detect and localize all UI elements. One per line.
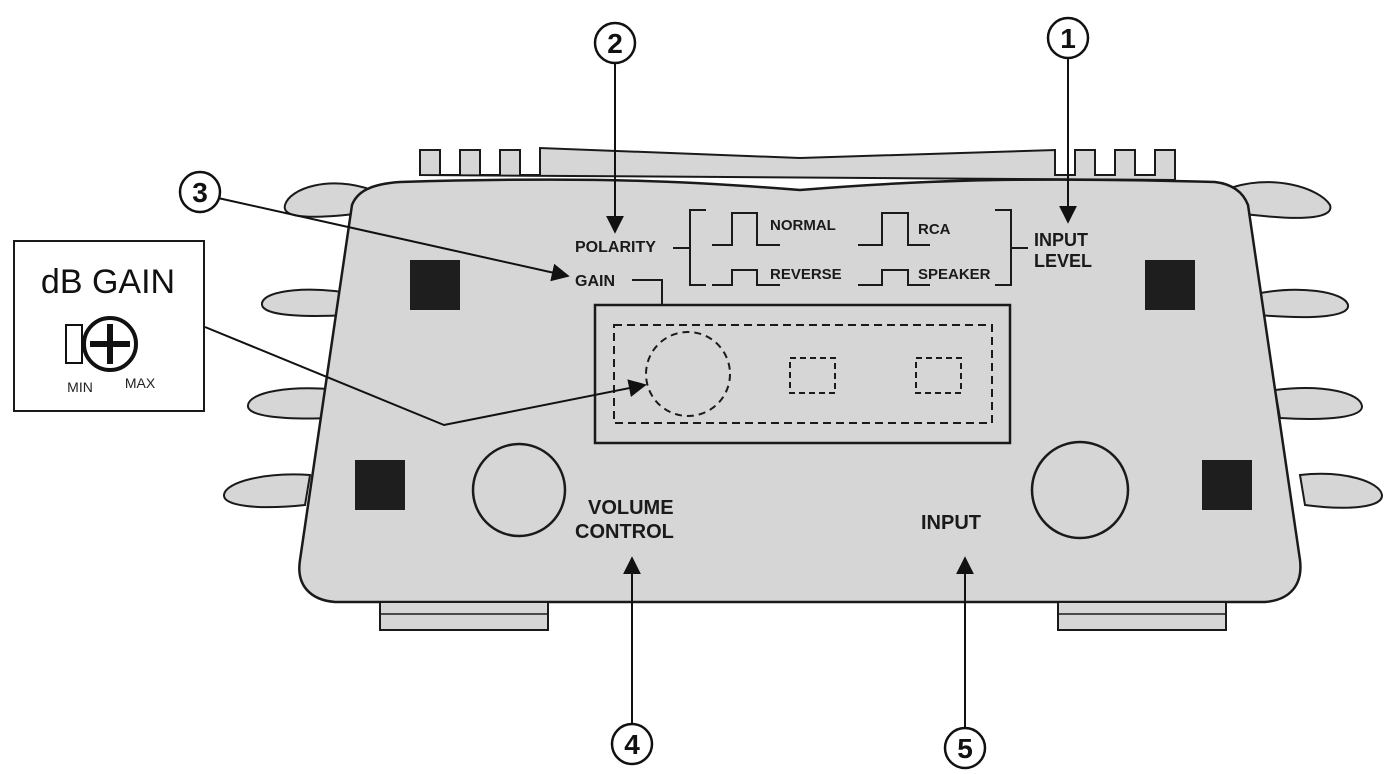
control-panel (593, 303, 1012, 445)
mount-square-bottom-left (355, 460, 405, 510)
panel-switch-1[interactable] (789, 357, 836, 394)
gain-label: GAIN (575, 273, 615, 290)
callout-4: 4 (610, 722, 654, 766)
control-panel-dashed (613, 324, 993, 424)
gain-min-symbol (65, 324, 83, 364)
mounting-foot-left (379, 601, 549, 631)
heatsink-comb-top (419, 146, 1176, 182)
db-gain-inset: dB GAIN MIN MAX (13, 240, 205, 412)
mount-square-top-left (410, 260, 460, 310)
input-jack[interactable] (1030, 440, 1130, 540)
db-gain-title: dB GAIN (41, 263, 175, 301)
volume-control-knob[interactable] (471, 442, 567, 538)
svg-text:3: 3 (192, 177, 208, 208)
normal-label: NORMAL (770, 217, 836, 234)
polarity-label: POLARITY (575, 239, 656, 256)
svg-text:4: 4 (624, 729, 640, 760)
gain-min-label: MIN (67, 379, 93, 395)
switch-symbols (632, 209, 1028, 305)
heatsink-fins-right (1223, 181, 1383, 509)
mount-square-bottom-right (1202, 460, 1252, 510)
svg-text:1: 1 (1060, 23, 1076, 54)
svg-text:2: 2 (607, 28, 623, 59)
mounting-foot-right (1057, 601, 1227, 631)
input-level-label-line1: INPUT (1034, 230, 1088, 250)
callout-3-arrow (217, 197, 570, 282)
reverse-label: REVERSE (770, 266, 842, 283)
rca-label: RCA (918, 221, 951, 238)
gain-knob[interactable] (645, 331, 731, 417)
volume-control-label-line1: VOLUME (588, 497, 674, 519)
gain-max-label: MAX (125, 375, 156, 391)
callout-5: 5 (943, 726, 987, 770)
callout-1: 1 (1046, 16, 1090, 60)
input-label: INPUT (921, 512, 981, 534)
gain-box-pointer (204, 326, 647, 427)
callout-3: 3 (178, 170, 222, 214)
volume-control-label-line2: CONTROL (575, 521, 674, 543)
speaker-label: SPEAKER (918, 266, 991, 283)
panel-switch-2[interactable] (915, 357, 962, 394)
svg-text:5: 5 (957, 733, 973, 764)
input-level-label-line2: LEVEL (1034, 251, 1092, 271)
mount-square-top-right (1145, 260, 1195, 310)
callout-2: 2 (593, 21, 637, 65)
